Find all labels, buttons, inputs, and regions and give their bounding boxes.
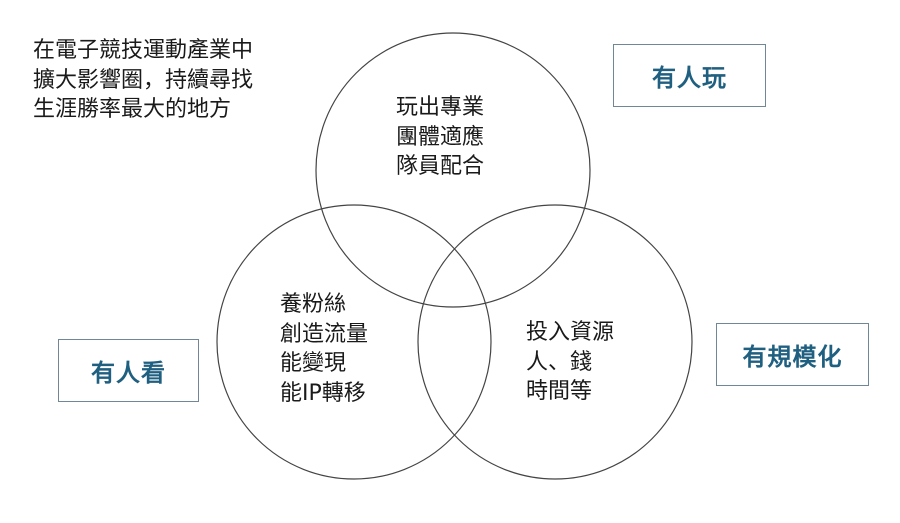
circle-line: 玩出專業 (396, 95, 485, 120)
circle-line: 能IP轉移 (280, 380, 366, 406)
circle-left (216, 204, 492, 480)
intro-text: 在電子競技運動產業中 擴大影響圈，持續尋找 生涯勝率最大的地方 (33, 36, 253, 125)
circle-left-text: 養粉絲 創造流量 能變現 能IP轉移 (280, 290, 368, 408)
circle-line: 創造流量 (280, 321, 369, 347)
label-left: 有人看 (58, 339, 199, 402)
circle-line: 時間等 (526, 379, 593, 404)
circle-line: 人、錢 (526, 349, 593, 375)
circle-right-text: 投入資源 人、錢 時間等 (526, 318, 614, 407)
circle-right (417, 204, 693, 480)
intro-line: 生涯勝率最大的地方 (33, 97, 232, 122)
circle-top-text: 玩出專業 團體適應 隊員配合 (396, 93, 484, 182)
circle-line: 隊員配合 (396, 154, 485, 179)
circle-line: 投入資源 (526, 320, 615, 345)
label-right: 有規模化 (716, 323, 869, 386)
circle-top (315, 32, 591, 308)
circle-line: 團體適應 (396, 124, 485, 150)
circle-line: 養粉絲 (280, 292, 347, 317)
intro-line: 擴大影響圈，持續尋找 (33, 67, 254, 93)
intro-line: 在電子競技運動產業中 (33, 38, 254, 63)
label-top: 有人玩 (613, 44, 766, 107)
circle-line: 能變現 (280, 351, 347, 376)
